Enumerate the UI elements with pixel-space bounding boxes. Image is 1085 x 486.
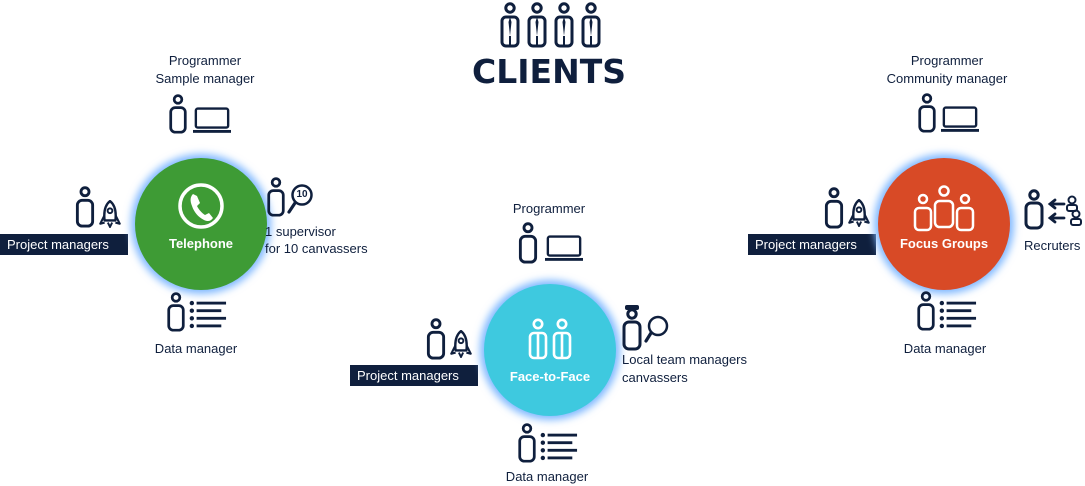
f2f-project-managers-label: Project managers [350, 365, 478, 386]
fg-data-manager-label: Data manager [903, 341, 987, 356]
rocket-icon [450, 330, 472, 358]
phone-icon [178, 183, 224, 229]
person-icon [169, 94, 187, 134]
person-icon [824, 187, 844, 229]
person-icon [426, 318, 446, 360]
telephone-circle-glow [131, 154, 271, 294]
person-icon [167, 292, 185, 332]
telephone-top-role-line1: Programmer [168, 53, 242, 68]
list-icon [540, 432, 578, 461]
fg-circle [878, 158, 1010, 290]
person-icon [267, 177, 285, 217]
f2f-circle-glow [480, 280, 620, 420]
laptop-icon [941, 106, 979, 133]
telephone-label: Telephone [168, 236, 234, 251]
fg-top-role-line1: Programmer [910, 53, 984, 68]
f2f-circle [484, 284, 616, 416]
focus-group-icon [913, 185, 975, 232]
recruiter-icon [1024, 189, 1082, 230]
person-icon [75, 186, 95, 228]
person-icon [518, 222, 538, 264]
telephone-right-role-line2: for 10 canvassers [265, 241, 368, 256]
telephone-badge: 10 [296, 189, 308, 200]
rocket-icon [99, 200, 121, 228]
laptop-icon [193, 107, 231, 134]
list-icon [939, 300, 977, 329]
laptop-icon [545, 235, 583, 262]
f2f-label: Face-to-Face [509, 369, 591, 384]
person-icon [518, 423, 536, 463]
f2f-right-role-line2: canvassers [622, 370, 688, 385]
telephone-right-role-line1: 1 supervisor [265, 224, 336, 239]
telephone-data-manager-label: Data manager [154, 341, 238, 356]
f2f-data-manager-label: Data manager [505, 469, 589, 484]
fg-top-role-line2: Community manager [886, 71, 1008, 86]
magnifier-icon [287, 184, 313, 214]
fg-circle-glow [874, 154, 1014, 294]
clients-icon [500, 2, 601, 48]
person-icon [917, 291, 935, 331]
f2f-right-role-line1: Local team managers [622, 352, 748, 367]
telephone-project-managers-label: Project managers [0, 234, 128, 255]
list-icon [189, 300, 227, 329]
telephone-circle [135, 158, 267, 290]
telephone-top-role-line2: Sample manager [155, 71, 255, 86]
f2f-programmer-label: Programmer [512, 201, 586, 216]
fg-project-managers-label: Project managers [748, 234, 876, 255]
fg-recruiters-label: Recruters [1024, 238, 1081, 253]
inspector-icon [622, 305, 669, 351]
canvassers-icon [528, 318, 572, 360]
clients-title: CLIENTS [472, 52, 626, 91]
fg-label: Focus Groups [899, 236, 989, 251]
person-icon [918, 93, 936, 133]
